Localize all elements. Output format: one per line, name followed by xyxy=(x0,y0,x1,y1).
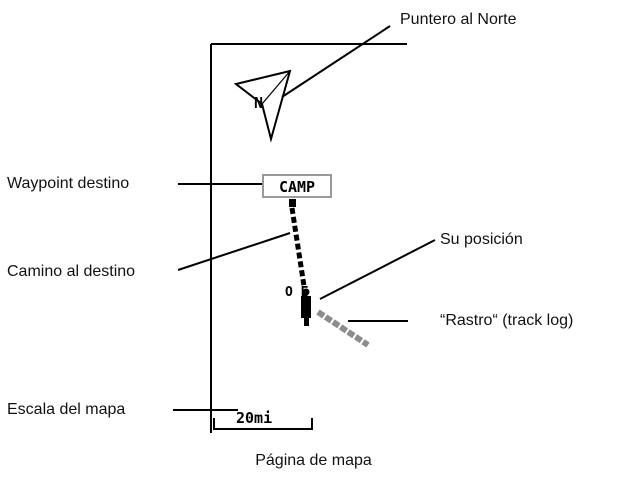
callout-map-scale: Escala del mapa xyxy=(7,401,126,418)
waypoint-name: CAMP xyxy=(279,178,315,196)
leader-path-to-destination xyxy=(177,232,291,271)
map-scale-bar: 20mi xyxy=(213,409,313,430)
callout-leaders xyxy=(173,25,436,411)
path-to-destination xyxy=(289,199,307,287)
callout-path-to-destination: Camino al destino xyxy=(7,263,136,280)
figure-caption: Página de mapa xyxy=(255,452,372,469)
scale-value: 20mi xyxy=(236,409,272,427)
north-letter: N xyxy=(254,94,263,112)
waypoint-label: CAMP xyxy=(262,174,332,198)
callout-destination-waypoint: Waypoint destino xyxy=(7,175,130,192)
callout-track-log: “Rastro“ (track log) xyxy=(440,312,574,329)
callout-north-pointer: Puntero al Norte xyxy=(400,11,517,28)
position-marker-icon: O E xyxy=(285,285,311,326)
north-arrow-icon: N xyxy=(233,69,292,143)
leader-your-position xyxy=(319,239,436,300)
callout-your-position: Su posición xyxy=(440,231,523,248)
track-log-trail xyxy=(316,309,370,348)
gps-screen-frame xyxy=(210,43,407,433)
leader-north-pointer xyxy=(281,25,391,98)
